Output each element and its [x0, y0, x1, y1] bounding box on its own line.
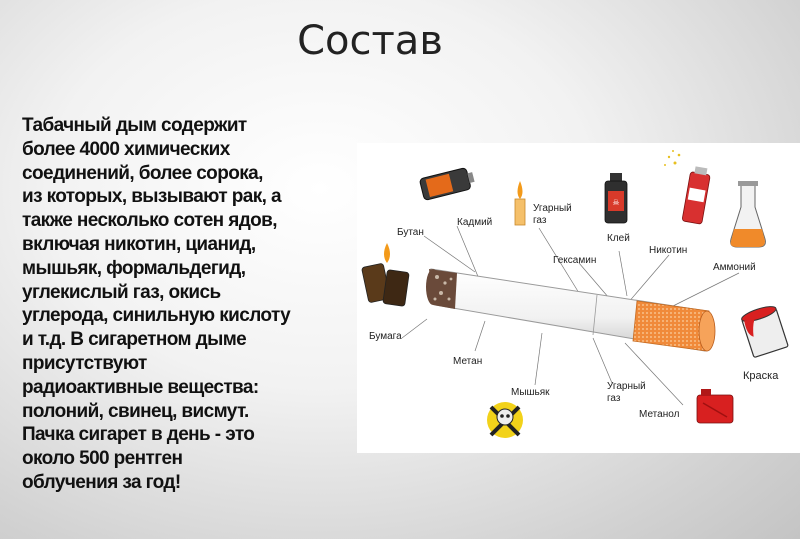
jerrycan-icon	[696, 389, 734, 424]
label-nicotine: Никотин	[649, 245, 687, 256]
body-line: Табачный дым содержит	[22, 115, 247, 136]
slide-title: Состав	[297, 18, 443, 64]
body-line: углекислый газ, окись	[22, 281, 221, 303]
body-line: около 500 рентген	[22, 448, 183, 470]
body-line: облучения за год!	[22, 471, 181, 493]
body-text: Табачный дым содержит более 4000 химичес…	[22, 114, 362, 495]
body-line: из которых, вызывают рак, а	[22, 186, 282, 208]
label-hexamine: Гексамин	[553, 255, 596, 266]
body-line: углерода, синильную кислоту	[22, 305, 291, 327]
body-line: включая никотин, цианид,	[22, 233, 256, 255]
label-co-top-1: Угарный	[533, 203, 572, 214]
label-glue: Клей	[607, 233, 630, 244]
flask-icon	[730, 181, 766, 248]
label-cadmium: Кадмий	[457, 217, 492, 228]
body-line: Пачка сигарет в день - это	[22, 424, 255, 446]
svg-text:☠: ☠	[612, 198, 619, 207]
skull-crossbones-icon	[487, 402, 523, 438]
body-line: мышьяк, формальдегид,	[22, 257, 246, 279]
candle-icon	[514, 181, 526, 226]
label-methanol: Метанол	[639, 409, 680, 420]
body-line: соединений, более сорока,	[22, 162, 263, 184]
label-paper: Бумага	[369, 331, 402, 342]
body-line: полоний, свинец, висмут.	[22, 400, 249, 422]
label-co-bottom-2: газ	[607, 393, 621, 404]
glue-bottle-icon: ☠	[604, 173, 628, 224]
cigarette-composition-diagram: ☠	[357, 143, 800, 453]
label-paint: Краска	[743, 370, 779, 382]
spray-can-icon	[664, 150, 711, 225]
label-methane: Метан	[453, 356, 482, 367]
label-co-top-2: газ	[533, 215, 547, 226]
battery-icon	[419, 167, 475, 201]
paint-can-icon	[741, 306, 789, 358]
lighters-icon	[361, 243, 410, 307]
label-butane: Бутан	[397, 227, 424, 238]
body-line: присутствуют	[22, 352, 147, 374]
body-line: радиоактивные вещества:	[22, 376, 259, 398]
label-arsenic: Мышьяк	[511, 387, 550, 398]
labels: Бутан Кадмий Угарный газ Клей Никотин Ам…	[369, 203, 779, 420]
label-co-bottom-1: Угарный	[607, 381, 646, 392]
cigarette	[426, 268, 716, 352]
body-line: также несколько сотен ядов,	[22, 210, 278, 232]
body-line: более 4000 химических	[22, 138, 230, 160]
label-ammonia: Аммоний	[713, 262, 756, 273]
pointer-lines	[401, 225, 740, 406]
body-line: и т.д. В сигаретном дыме	[22, 329, 247, 351]
